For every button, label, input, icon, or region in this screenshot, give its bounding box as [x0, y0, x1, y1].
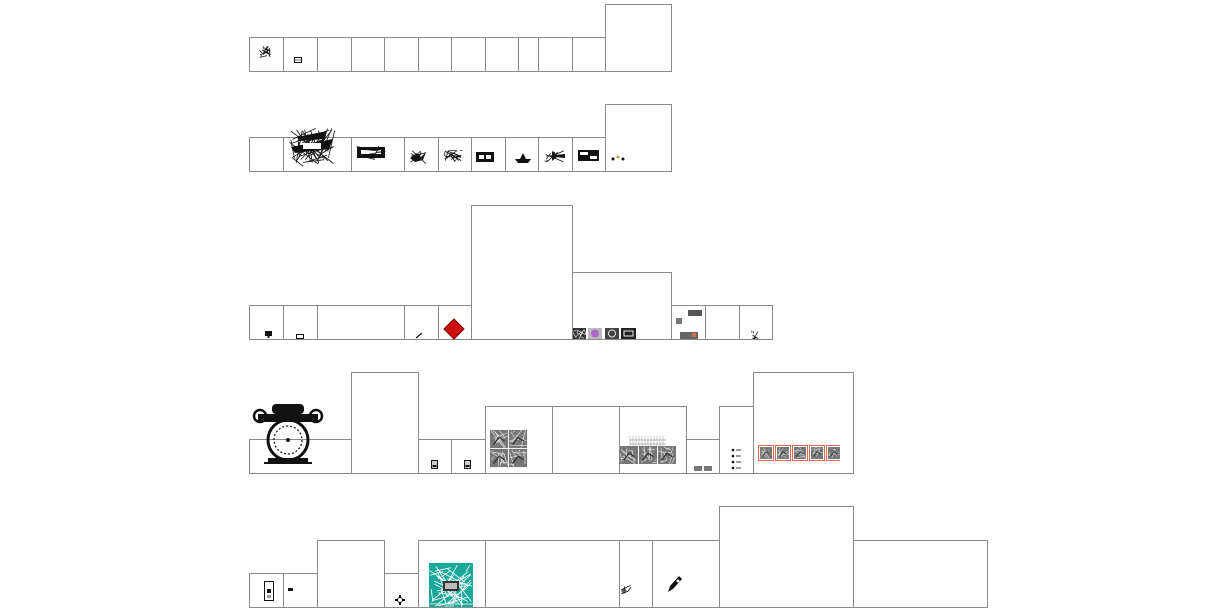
- tile-1-3[interactable]: [317, 37, 352, 72]
- bird-sketch-icon: [409, 150, 427, 164]
- tiny-card-icon: [431, 460, 438, 469]
- purple-thumb-icon: [588, 328, 602, 339]
- tile-3-9[interactable]: [705, 305, 740, 340]
- framed-thumbs-icon: [758, 445, 840, 462]
- tile-5-9[interactable]: [719, 506, 854, 608]
- teal-photo-icon: [429, 563, 473, 607]
- tile-1-11[interactable]: [572, 37, 606, 72]
- dragon-sketch-icon: [443, 150, 463, 162]
- small-device-icon: [296, 334, 304, 339]
- tile-3-3[interactable]: [317, 305, 405, 340]
- tiny-sketch-icon: [621, 585, 631, 594]
- engine-block-icon: [356, 144, 386, 160]
- aircraft-sketch-icon: [544, 149, 566, 163]
- tile-1-1[interactable]: [249, 37, 284, 72]
- rotation-grid-icon: [490, 430, 528, 468]
- tile-3-1[interactable]: [249, 305, 284, 340]
- ornate-clock-icon: [252, 402, 324, 464]
- tile-1-6[interactable]: [418, 37, 452, 72]
- tile-1-4[interactable]: [351, 37, 385, 72]
- tile-4-9[interactable]: [719, 406, 754, 474]
- tile-5-4[interactable]: [384, 573, 419, 608]
- machine-panel-icon: [476, 152, 494, 162]
- tile-2-10[interactable]: [605, 104, 672, 172]
- dark-thumb-icon: [573, 328, 586, 339]
- vertical-list-icon: [731, 447, 741, 471]
- tile-2-4[interactable]: [404, 137, 439, 172]
- gear-sketch-icon: [259, 46, 271, 58]
- tiny-figures-icon: [610, 154, 626, 162]
- control-board-icon: [578, 150, 599, 161]
- scribble-icon: [750, 331, 759, 339]
- tile-5-6[interactable]: [485, 540, 620, 608]
- monitor-icon: [265, 331, 272, 338]
- tile-5-3[interactable]: [317, 540, 385, 608]
- tile-4-8[interactable]: [686, 439, 720, 474]
- tiny-card-icon: [464, 460, 471, 469]
- boat-sketch-icon: [514, 151, 532, 164]
- tile-1-8[interactable]: [485, 37, 519, 72]
- pen-icon: [415, 332, 423, 339]
- rect-thumb-icon: [621, 328, 636, 339]
- cross-icon: [395, 595, 405, 605]
- tile-2-1[interactable]: [249, 137, 284, 172]
- tiny-pair-icon: [694, 466, 712, 471]
- warship-drawing-icon: [289, 127, 335, 167]
- tile-5-10[interactable]: [853, 540, 988, 608]
- dot-icon: [288, 588, 293, 591]
- tile-4-2[interactable]: [351, 372, 419, 474]
- tile-1-9[interactable]: [518, 37, 539, 72]
- door-icon: [264, 581, 274, 601]
- tile-4-6[interactable]: [552, 406, 620, 474]
- tile-1-2[interactable]: [283, 37, 318, 72]
- tile-1-5[interactable]: [384, 37, 419, 72]
- tile-1-12[interactable]: [605, 4, 672, 72]
- circle-thumb-icon: [605, 328, 619, 339]
- tile-5-7[interactable]: [619, 540, 653, 608]
- grid-sketch-icon: [620, 436, 676, 464]
- mini-scene-icon: [676, 310, 702, 340]
- small-box-icon: [294, 57, 302, 63]
- tile-1-7[interactable]: [451, 37, 486, 72]
- tile-5-8[interactable]: [652, 540, 720, 608]
- rocket-icon: [667, 575, 683, 593]
- tile-1-10[interactable]: [538, 37, 573, 72]
- red-diamond-icon: [443, 318, 465, 340]
- tile-3-6[interactable]: [471, 205, 573, 340]
